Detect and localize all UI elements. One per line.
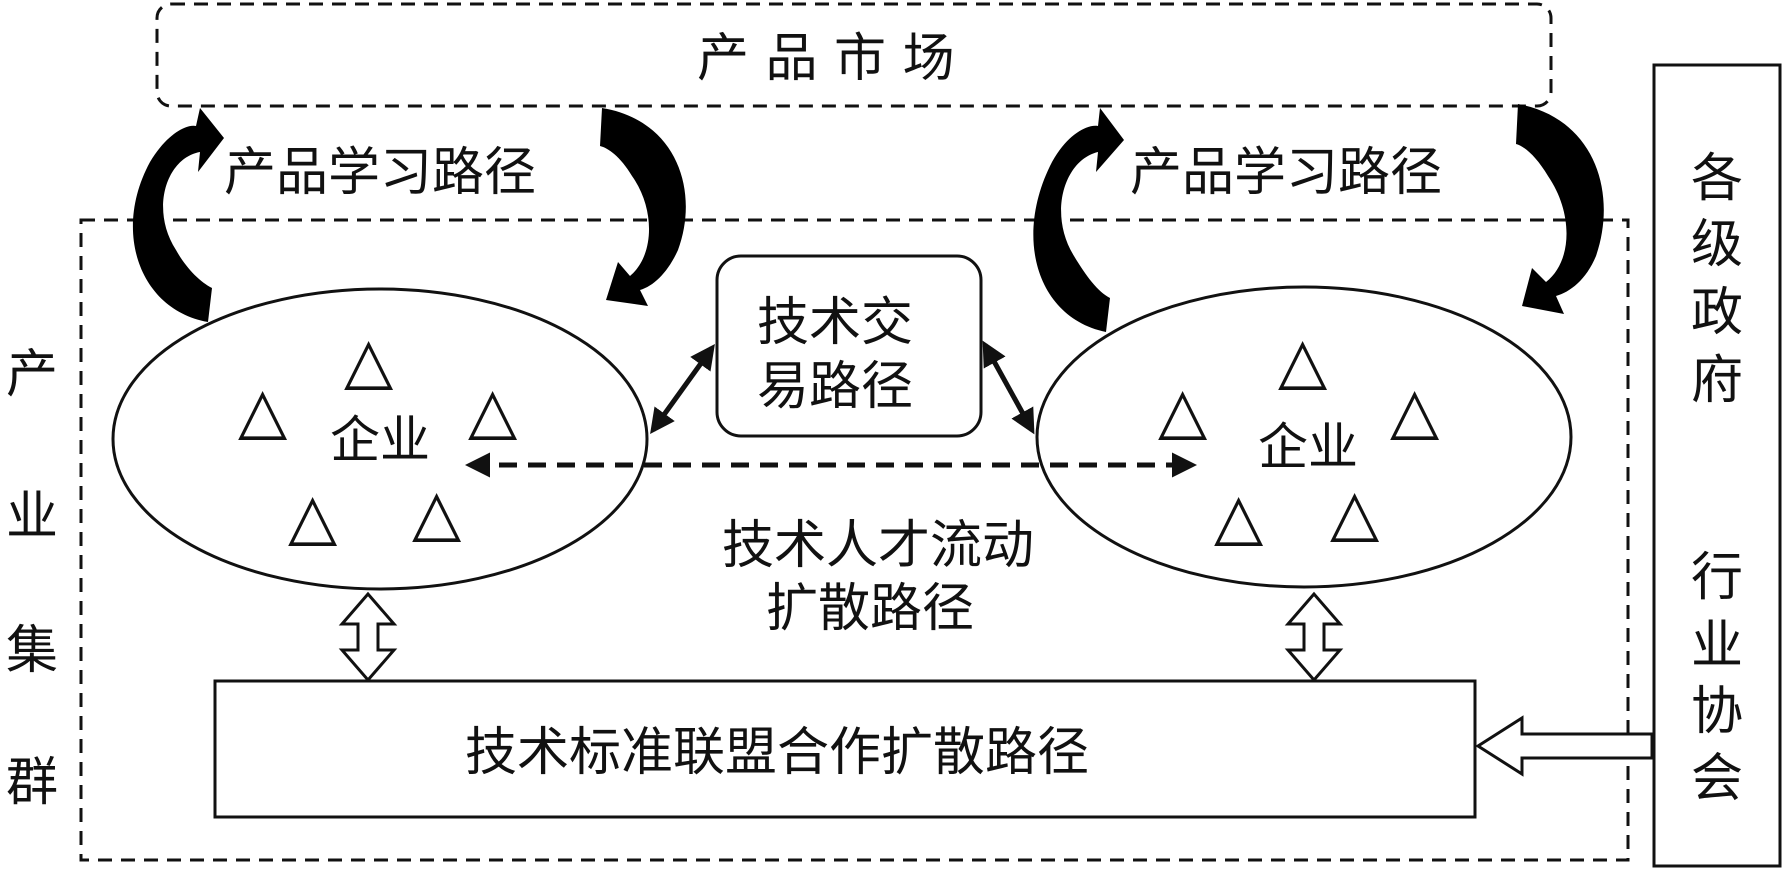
tech-trade-label-line2: 易路径 — [757, 357, 913, 417]
assoc-char: 行 — [1691, 548, 1743, 608]
product-learning-arrows-right — [1033, 104, 1604, 332]
firm-ellipse-right — [1035, 285, 1573, 589]
government-label: 各 级 政 府 — [1691, 149, 1743, 411]
triangle-icon: △ — [412, 476, 462, 550]
triangle-icon: △ — [1158, 374, 1208, 448]
assoc-char: 协 — [1691, 682, 1743, 742]
firm-triangles-right: △ △ △ △ △ — [1158, 324, 1440, 554]
government-association-box — [1652, 63, 1782, 868]
industrial-cluster-label: 产 业 集 群 — [6, 345, 58, 813]
tech-trade-arrow-left — [650, 343, 715, 435]
firm-triangles-left: △ △ △ △ △ — [238, 324, 518, 554]
triangle-icon: △ — [288, 480, 338, 554]
triangle-icon: △ — [468, 374, 518, 448]
industry-association-label: 行 业 协 会 — [1691, 548, 1743, 809]
firm-ellipse-left — [111, 287, 649, 591]
talent-flow-label-line2: 扩散路径 — [766, 579, 974, 639]
industrial-cluster-box — [79, 218, 1630, 862]
curved-arrow-up-right — [1033, 108, 1124, 332]
gov-char: 政 — [1691, 283, 1743, 343]
product-learning-arrows-left — [132, 108, 686, 322]
hollow-double-arrow-right — [1284, 591, 1344, 683]
product-learning-label-left: 产品学习路径 — [224, 143, 536, 203]
assoc-char: 业 — [1691, 616, 1743, 676]
tech-trade-arrow-right — [982, 340, 1035, 435]
cluster-char: 业 — [6, 487, 58, 547]
triangle-icon: △ — [1278, 324, 1328, 398]
gov-char: 府 — [1691, 351, 1743, 411]
tech-trade-box — [715, 254, 983, 438]
hollow-arrow-government-to-alliance — [1475, 715, 1654, 777]
gov-char: 级 — [1691, 215, 1743, 275]
curved-arrow-down-right — [1516, 104, 1604, 314]
triangle-icon: △ — [344, 324, 394, 398]
curved-arrow-down-left — [600, 108, 686, 306]
product-learning-label-right: 产品学习路径 — [1130, 143, 1442, 203]
cluster-char: 集 — [6, 621, 58, 681]
triangle-icon: △ — [1330, 476, 1380, 550]
triangle-icon: △ — [1390, 374, 1440, 448]
gov-char: 各 — [1691, 149, 1743, 209]
hollow-double-arrow-left — [338, 591, 398, 683]
triangle-icon: △ — [238, 374, 288, 448]
curved-arrow-up-left — [132, 108, 224, 322]
cluster-char: 群 — [6, 753, 58, 813]
standard-alliance-box — [213, 679, 1477, 819]
standard-alliance-label: 技术标准联盟合作扩散路径 — [465, 723, 1089, 783]
talent-flow-label-line1: 技术人才流动 — [722, 516, 1034, 576]
firm-label-right: 企业 — [1258, 418, 1358, 476]
product-market-box — [155, 2, 1553, 108]
triangle-icon: △ — [1214, 480, 1264, 554]
assoc-char: 会 — [1691, 749, 1743, 809]
product-market-label: 产 品 市 场 — [697, 29, 955, 89]
tech-trade-label-line1: 技术交 — [757, 293, 913, 353]
cluster-char: 产 — [6, 345, 58, 405]
firm-label-left: 企业 — [330, 411, 430, 469]
